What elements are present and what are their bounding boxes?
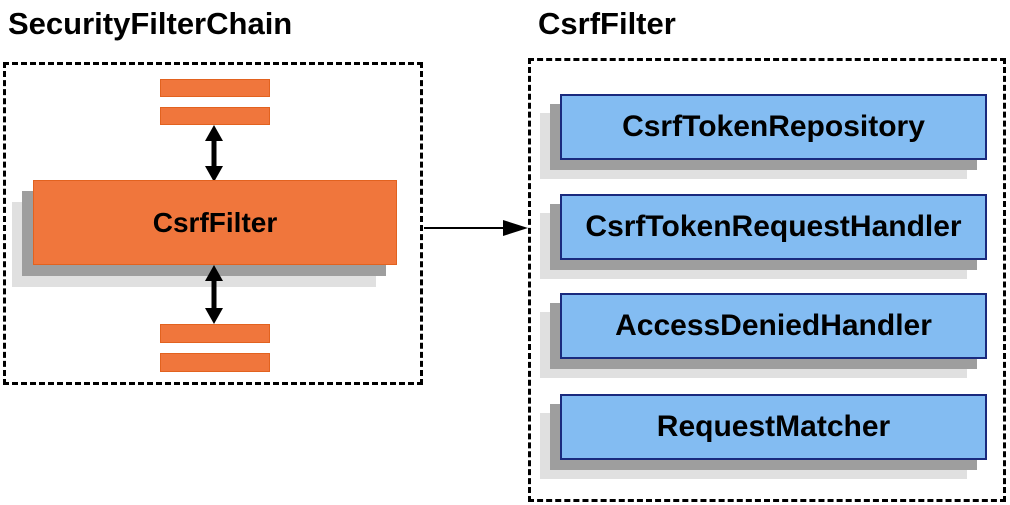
csrf-filter-box-label: CsrfFilter bbox=[152, 206, 278, 238]
up-down-arrow-icon bbox=[205, 265, 223, 324]
component-label: CsrfTokenRequestHandler bbox=[585, 210, 962, 243]
filter-bar bbox=[160, 107, 270, 125]
filter-bar bbox=[160, 324, 270, 343]
filter-bar bbox=[160, 79, 270, 97]
up-down-arrow-icon bbox=[205, 125, 223, 182]
component-box-csrf-token-request-handler: CsrfTokenRequestHandler bbox=[560, 194, 987, 260]
filter-bar bbox=[160, 353, 270, 372]
component-label: RequestMatcher bbox=[656, 410, 891, 443]
component-label: CsrfTokenRepository bbox=[622, 110, 925, 143]
csrf-filter-container bbox=[528, 58, 1006, 502]
security-filter-chain-title: SecurityFilterChain bbox=[8, 6, 293, 41]
security-filter-chain-container bbox=[3, 62, 423, 385]
component-box-access-denied-handler: AccessDeniedHandler bbox=[560, 293, 987, 359]
right-arrow-icon bbox=[424, 220, 528, 236]
component-label: AccessDeniedHandler bbox=[615, 309, 932, 342]
component-box-request-matcher: RequestMatcher bbox=[560, 394, 987, 460]
csrf-filter-box: CsrfFilter bbox=[33, 180, 397, 265]
component-box-csrf-token-repository: CsrfTokenRepository bbox=[560, 94, 987, 160]
csrf-filter-title: CsrfFilter bbox=[538, 6, 676, 41]
